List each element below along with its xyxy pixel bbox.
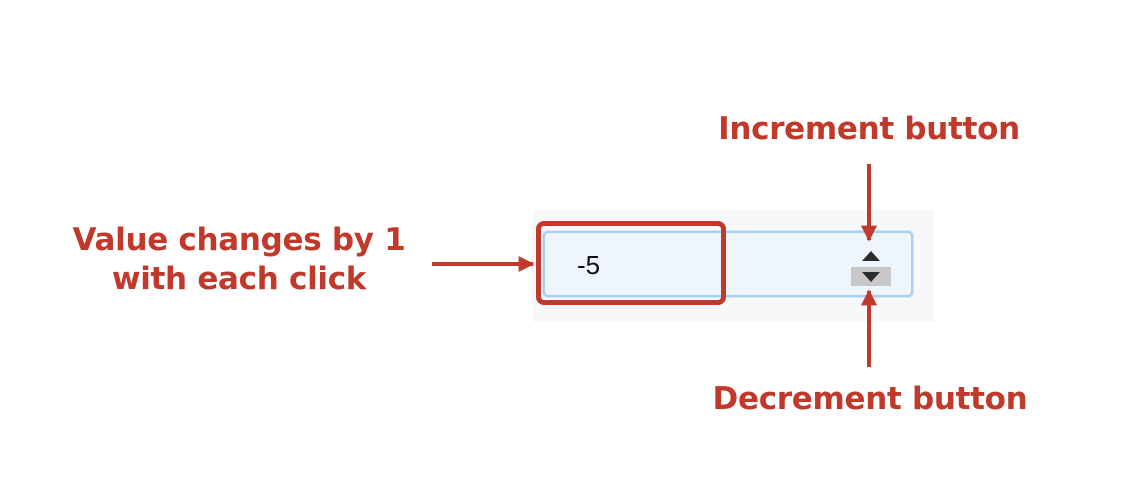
increment-button[interactable] (851, 247, 891, 265)
triangle-up-icon (862, 251, 880, 261)
spinner-control[interactable] (851, 246, 891, 286)
value-change-annotation: Value changes by 1 with each click (54, 221, 424, 299)
decrement-annotation: Decrement button (712, 381, 1028, 417)
value-change-line-2: with each click (111, 260, 367, 297)
number-input[interactable]: -5 (543, 231, 913, 297)
value-change-line-1: Value changes by 1 (72, 222, 406, 258)
increment-annotation: Increment button (718, 111, 1020, 147)
input-value[interactable]: -5 (577, 250, 601, 280)
decrement-button[interactable] (851, 267, 891, 286)
triangle-down-icon (862, 271, 880, 282)
